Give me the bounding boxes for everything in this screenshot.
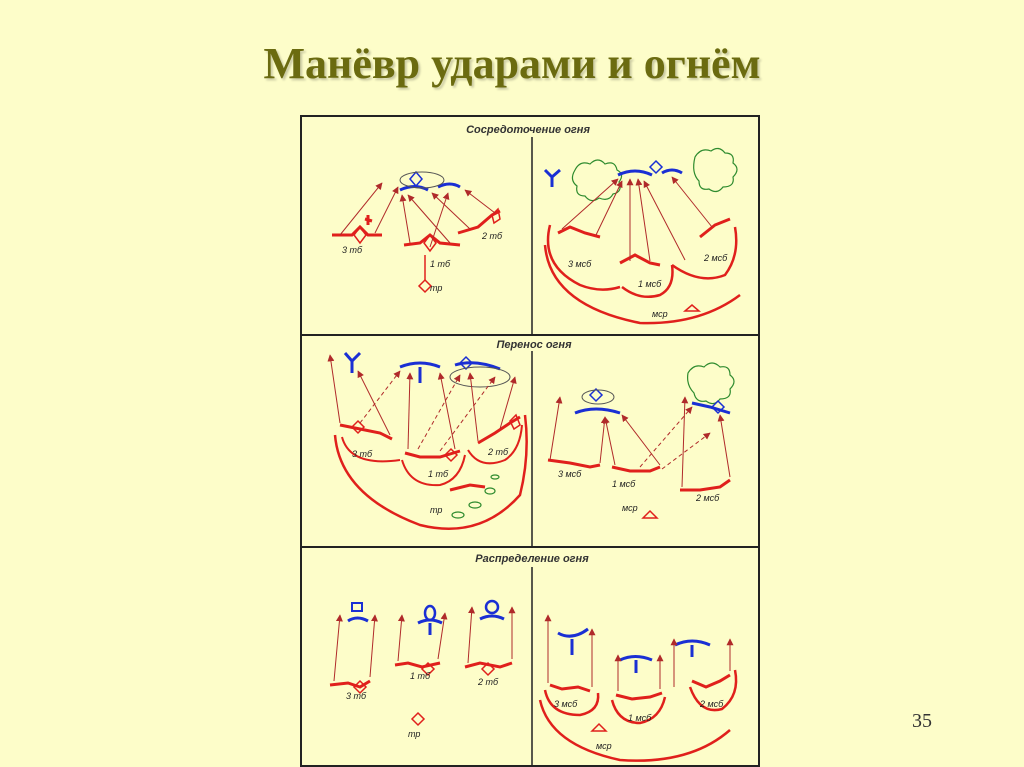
friendly-positions-p1l	[332, 207, 501, 294]
unit-label-tr-p3: тр	[408, 729, 420, 739]
unit-label-3msb-p2: 3 мсб	[558, 469, 582, 479]
panel1-right-scheme: 3 мсб 1 мсб 2 мсб мср	[543, 147, 741, 325]
fire-arrows-p2r	[549, 396, 731, 488]
unit-label-3msb-p3: 3 мсб	[554, 699, 578, 709]
enemy-positions-p3l	[347, 599, 505, 635]
slide-title: Манёвр ударами и огнём	[263, 39, 761, 88]
enemy-positions-p3r	[557, 627, 711, 673]
unit-label-msr-p3: мср	[596, 741, 612, 751]
unit-label-1tb: 1 тб	[430, 259, 451, 269]
friendly-positions-p3r	[538, 669, 738, 762]
panel-heading-concentration: Сосредоточение огня	[466, 124, 590, 136]
tactical-diagram-figure: Сосредоточение огня Перенос огня Распред…	[300, 115, 760, 767]
unit-label-msr-p2: мср	[622, 503, 638, 513]
forest-area-2	[693, 147, 738, 193]
forest-area-3	[687, 362, 735, 405]
friendly-positions-p3l	[329, 661, 513, 727]
unit-label-3tb-p2: 3 тб	[352, 449, 373, 459]
panel1-left-scheme: 3 тб 1 тб 2 тб тр	[332, 170, 503, 294]
unit-label-1msb-p2: 1 мсб	[612, 479, 636, 489]
unit-label-2tb-p2: 2 тб	[487, 447, 509, 457]
unit-label-2msb: 2 мсб	[703, 253, 728, 263]
panel-heading-transfer: Перенос огня	[496, 339, 572, 351]
panel3-right-scheme: 3 мсб 1 мсб 2 мсб мср	[538, 614, 738, 762]
unit-label-1tb-p3: 1 тб	[410, 671, 431, 681]
page-number: 35	[912, 710, 932, 732]
unit-label-2tb-p3: 2 тб	[477, 677, 499, 687]
fire-arrows-p3r	[544, 614, 734, 691]
friendly-positions-p1r	[543, 217, 741, 325]
terrain-marks-p2l	[451, 474, 500, 519]
unit-label-1tb-p2: 1 тб	[428, 469, 449, 479]
unit-label-2msb-p2: 2 мсб	[695, 493, 720, 503]
unit-label-1msb: 1 мсб	[638, 279, 662, 289]
panel2-right-scheme: 3 мсб 1 мсб 2 мсб мср	[547, 362, 735, 519]
panel-heading-distribution: Распределение огня	[475, 553, 589, 565]
fire-arrows-p1r	[561, 176, 713, 262]
unit-label-3msb: 3 мсб	[568, 259, 592, 269]
figure-frame	[300, 115, 760, 767]
unit-label-tr: тр	[430, 283, 442, 293]
unit-label-2msb-p3: 2 мсб	[699, 699, 724, 709]
unit-label-msr: мср	[652, 309, 668, 319]
fire-arrows-p2l	[327, 354, 517, 452]
panel3-left-scheme: 3 тб 1 тб 2 тб тр	[329, 599, 516, 739]
unit-label-3tb-p3: 3 тб	[346, 691, 367, 701]
fire-arrows-p1l	[339, 182, 496, 248]
fire-arrows-p3l	[333, 606, 516, 682]
enemy-positions-p1l	[399, 170, 461, 192]
unit-label-2tb: 2 тб	[481, 231, 503, 241]
unit-label-tr-p2: тр	[430, 505, 442, 515]
unit-label-3tb: 3 тб	[342, 245, 363, 255]
enemy-positions-p1r	[543, 159, 683, 187]
friendly-positions-p2r	[547, 458, 731, 492]
enemy-positions-p2r	[574, 387, 731, 415]
friendly-positions-p2l	[333, 413, 528, 530]
unit-label-1msb-p3: 1 мсб	[628, 713, 652, 723]
panel2-left-scheme: 3 тб 1 тб 2 тб тр	[327, 351, 528, 530]
forest-area-1	[571, 159, 623, 202]
